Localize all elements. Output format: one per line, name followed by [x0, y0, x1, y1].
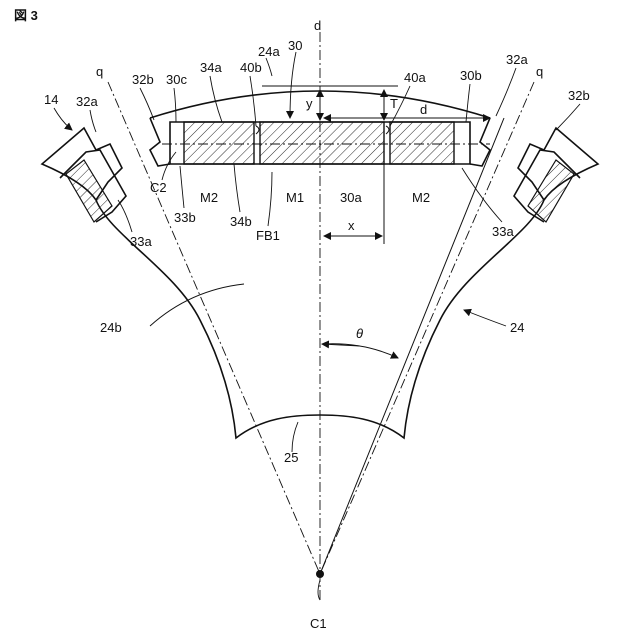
leader-14 [54, 108, 72, 130]
label-32b-right: 32b [568, 88, 590, 103]
label-M2-right: M2 [412, 190, 430, 205]
label-33b: 33b [174, 210, 196, 225]
label-32a-left: 32a [76, 94, 98, 109]
label-24a: 24a [258, 44, 280, 59]
gap-40a-mark [386, 126, 389, 134]
theta-ray [320, 118, 504, 574]
label-M1: M1 [286, 190, 304, 205]
label-theta: θ [356, 326, 363, 341]
label-32b-left: 32b [132, 72, 154, 87]
leader-33a-left [118, 200, 132, 232]
label-y: y [306, 96, 313, 111]
rotation-center-point [316, 570, 324, 578]
label-q-right: q [536, 64, 543, 79]
leader-33b [180, 166, 184, 208]
leader-24a [266, 58, 272, 76]
label-q-left: q [96, 64, 103, 79]
gap-40b-mark [256, 126, 259, 134]
figure-number: 図 3 [14, 8, 38, 23]
theta-arc [324, 344, 398, 358]
magnet-m2-right [390, 122, 454, 164]
leader-FB1 [268, 172, 272, 226]
label-40b: 40b [240, 60, 262, 75]
leader-34b [234, 164, 240, 212]
leader-30c [174, 88, 176, 122]
label-40a: 40a [404, 70, 426, 85]
label-25: 25 [284, 450, 298, 465]
label-30b: 30b [460, 68, 482, 83]
label-30a: 30a [340, 190, 362, 205]
leader-24b [150, 284, 244, 326]
right-adjacent-magnet-hatched [528, 160, 574, 222]
label-32a-right: 32a [506, 52, 528, 67]
label-C1: C1 [310, 616, 327, 631]
label-33a-left: 33a [130, 234, 152, 249]
label-33a-right: 33a [492, 224, 514, 239]
label-24: 24 [510, 320, 524, 335]
leader-33a-right [462, 168, 502, 222]
leader-34a [210, 76, 222, 122]
left-adjacent-magnet-hatched [66, 160, 112, 222]
leader-32b-right [556, 104, 580, 130]
leader-40b [250, 76, 256, 126]
label-30: 30 [288, 38, 302, 53]
leader-25 [292, 422, 298, 452]
label-14: 14 [44, 92, 58, 107]
label-30c: 30c [166, 72, 187, 87]
label-34a: 34a [200, 60, 222, 75]
leader-32a-right [496, 68, 516, 116]
label-34b: 34b [230, 214, 252, 229]
label-24b: 24b [100, 320, 122, 335]
label-FB1: FB1 [256, 228, 280, 243]
left-bridge-notch [150, 118, 170, 166]
label-d-dimension: d [420, 102, 427, 117]
magnet-m1-center [260, 122, 384, 164]
leader-32a-left [90, 110, 96, 132]
label-x: x [348, 218, 355, 233]
label-d-axis: d [314, 18, 321, 33]
label-C2: C2 [150, 180, 167, 195]
leader-24 [464, 310, 506, 326]
magnet-m2-left [184, 122, 254, 164]
leader-32b-mid [140, 88, 154, 120]
label-M2-left: M2 [200, 190, 218, 205]
label-T: T [390, 96, 398, 111]
leader-C2 [162, 152, 176, 180]
leader-30 [290, 52, 296, 118]
leader-30b [466, 84, 470, 122]
